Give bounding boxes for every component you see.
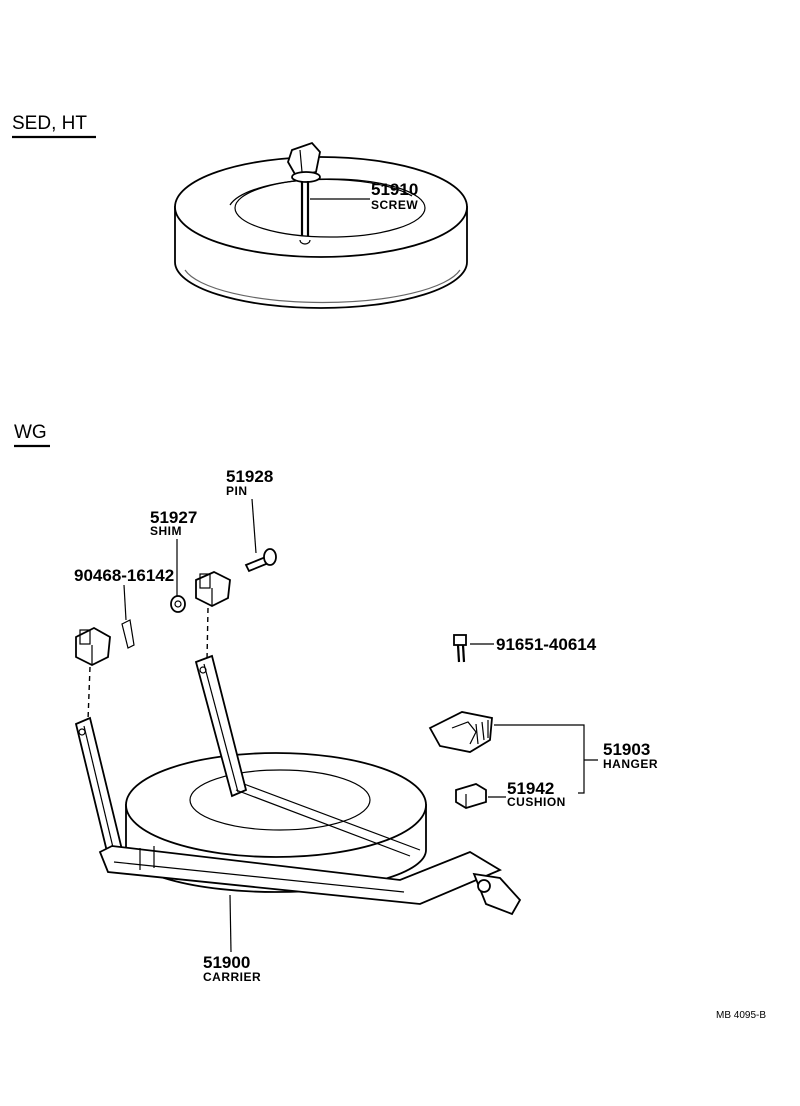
part-number-carrier: 51900 [203,953,250,972]
clip-90468 [121,619,135,649]
part-name-screw: SCREW [371,198,418,212]
screw-51910 [287,141,321,245]
section-title-sed-ht: SED, HT [12,113,87,134]
part-name-pin: PIN [226,484,248,498]
carrier-51900 [74,654,522,916]
pin-51928 [244,548,277,573]
part-number-screw: 51910 [371,180,418,199]
part-number-clip: 90468-16142 [74,566,174,585]
part-name-cushion: CUSHION [507,795,566,809]
section-sed-ht: SED, HT 51910 SCREW [12,113,468,309]
part-name-shim: SHIM [150,524,182,538]
hanger-51903 [428,711,493,753]
leader-pin [251,498,257,554]
bracket-hanger-group [494,724,598,794]
part-name-hanger: HANGER [603,757,658,771]
spare-tire-sed [174,156,468,309]
part-number-cushion: 51942 [507,779,554,798]
bracket-clip-left [75,626,111,667]
section-wg: WG 51928 PIN 51927 SHIM 90468-16142 [14,422,658,984]
part-name-carrier: CARRIER [203,970,261,984]
bracket-clip-right [195,571,231,608]
part-number-bolt: 91651-40614 [496,635,597,654]
part-number-hanger: 51903 [603,740,650,759]
dashed-guide-left [87,666,91,721]
part-number-pin: 51928 [226,467,273,486]
section-title-wg: WG [14,422,47,443]
leader-clip [123,584,127,621]
dashed-guide-right [206,607,209,661]
bolt-91651 [453,634,467,663]
diagram-reference-code: MB 4095-B [716,1010,766,1021]
shim-51927 [170,595,186,613]
part-number-shim: 51927 [150,508,197,527]
leader-carrier [229,894,232,953]
cushion-51942 [455,783,487,809]
